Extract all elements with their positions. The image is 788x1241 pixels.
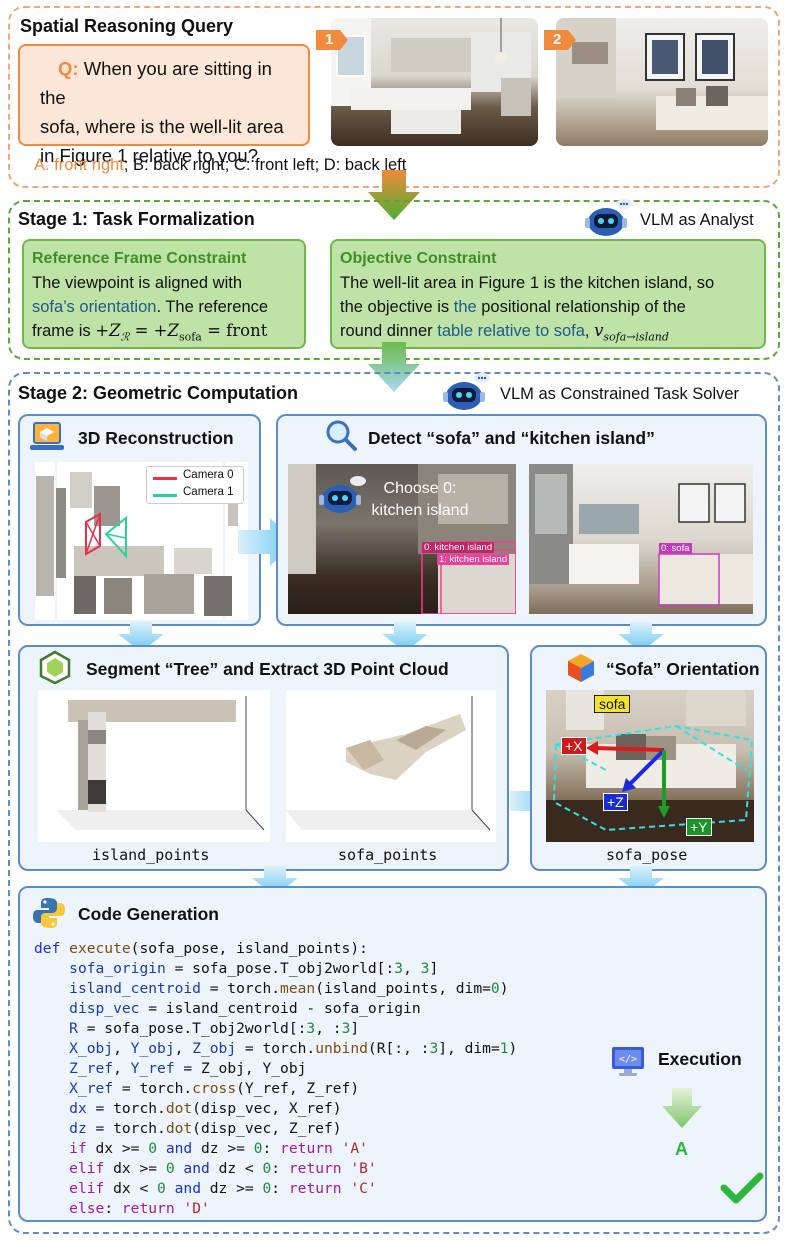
objective-constraint-title: Objective Constraint — [340, 250, 497, 267]
figure-2-badge: 2 — [544, 30, 576, 50]
robot-icon — [319, 476, 366, 513]
code-line: disp_vec = island_centroid - sofa_origin — [69, 1000, 421, 1017]
stage2-agent-label: VLM as Constrained Task Solver — [500, 385, 740, 403]
arrow-stage1-to-stage2 — [368, 342, 420, 392]
reconstruction-title: 3D Reconstruction — [78, 428, 234, 448]
arrow-query-to-stage1 — [368, 170, 420, 220]
code-title: Code Generation — [78, 904, 219, 924]
table-relative-highlight: table relative to sofa — [437, 322, 585, 340]
camera-1-label: Camera 1 — [183, 486, 234, 498]
camera-0-swatch — [153, 477, 177, 480]
code-line: def execute(sofa_pose, island_points): — [34, 940, 368, 957]
python-icon — [33, 898, 65, 928]
answer-label: A — [34, 156, 46, 174]
answer-options: A: front right; B: back right; C: front … — [34, 156, 406, 175]
island-point-cloud — [38, 690, 270, 842]
sofa-points-caption: sofa_points — [338, 846, 438, 864]
question-box: Q: When you are sitting in the sofa, whe… — [18, 44, 310, 166]
choose-annotation: Choose 0: kitchen island — [371, 480, 469, 519]
box-icon — [568, 654, 594, 682]
arrow-orientation-to-code — [618, 866, 664, 896]
stage2-section — [8, 372, 780, 1234]
question-text-1: When you are sitting in the — [40, 58, 272, 108]
monitor-code-icon: </> — [612, 1047, 644, 1076]
arrow-detect-to-segment — [382, 622, 428, 652]
magnifier-icon — [326, 420, 357, 451]
code-line: Z_ref, Y_ref = Z_obj, Y_obj — [69, 1060, 307, 1077]
question-label: Q: — [58, 58, 79, 79]
stage1-agent-label: VLM as Analyst — [640, 211, 754, 229]
code-line: elif dx >= 0 and dz < 0: return 'B' — [69, 1160, 377, 1177]
axis-y-label: +Y — [686, 818, 712, 836]
reference-frame-title: Reference Frame Constraint — [32, 250, 247, 267]
robot-icon — [443, 373, 490, 410]
figure-1-kitchen-photo — [331, 18, 538, 146]
reference-frame-line-1: The viewpoint is aligned with — [32, 274, 243, 292]
arrow-recon-to-segment — [118, 622, 164, 652]
axis-x-label: +X — [561, 737, 587, 755]
code-line: sofa_origin = sofa_pose.T_obj2world[:3, … — [69, 960, 439, 977]
reference-frame-equation: frame is +Zℛ = +Zsofa = front — [32, 321, 268, 344]
island-points-caption: island_points — [92, 846, 210, 864]
detection-image-1 — [288, 464, 516, 614]
code-line: dx = torch.dot(disp_vec, X_ref) — [69, 1100, 342, 1117]
query-title: Spatial Reasoning Query — [20, 16, 234, 36]
figure-2-living-room-photo — [556, 18, 768, 146]
code-line: X_obj, Y_obj, Z_obj = torch.unbind(R[:, … — [69, 1040, 518, 1057]
execution-title: Execution — [658, 1049, 742, 1069]
objective-constraint-card: Objective Constraint The well-lit area i… — [330, 239, 766, 349]
detection-image-2 — [529, 464, 753, 614]
code-line: R = sofa_pose.T_obj2world[:3, :3] — [69, 1020, 360, 1037]
detection-label-0: 0: kitchen island — [422, 542, 495, 553]
svg-text:</>: </> — [619, 1054, 637, 1065]
code-block: def execute(sofa_pose, island_points): s… — [34, 939, 517, 1219]
code-line: island_centroid = torch.mean(island_poin… — [69, 980, 509, 997]
laptop-icon — [30, 422, 64, 450]
camera-legend: Camera 0 Camera 1 — [146, 466, 244, 504]
sofa-tag: sofa — [594, 695, 631, 713]
robot-icon — [585, 199, 632, 236]
stage1-title: Stage 1: Task Formalization — [18, 209, 255, 229]
living-room-scene — [556, 18, 768, 130]
segment-title: Segment “Tree” and Extract 3D Point Clou… — [86, 659, 449, 679]
kitchen-scene-1 — [331, 18, 531, 134]
question-text-2: sofa, where is the well-lit area — [40, 116, 284, 137]
sofa-pose-image — [546, 690, 754, 842]
detect-title: Detect “sofa” and “kitchen island” — [368, 428, 655, 448]
arrow-detect-to-orientation — [618, 622, 664, 652]
execution-answer: A — [675, 1139, 688, 1159]
answer-options-rest: ; B: back right; C: front left; D: back … — [123, 156, 407, 174]
code-line: dz = torch.dot(disp_vec, Z_ref) — [69, 1120, 342, 1137]
camera-1-swatch — [153, 494, 177, 497]
code-line: elif dx < 0 and dz >= 0: return 'C' — [69, 1180, 377, 1197]
code-line: if dx >= 0 and dz >= 0: return 'A' — [69, 1140, 368, 1157]
arrow-execution-to-answer — [662, 1088, 702, 1128]
figure-1-badge: 1 — [316, 30, 348, 50]
sofa-point-cloud — [286, 690, 496, 842]
reconstruction-plot — [33, 462, 248, 620]
detection-label-sofa: 0: sofa — [659, 543, 692, 554]
checkmark-icon — [720, 1172, 764, 1204]
orientation-title: “Sofa” Orientation — [606, 659, 760, 679]
code-line: else: return 'D' — [69, 1200, 210, 1217]
sofa-pose-caption: sofa_pose — [606, 846, 688, 864]
sofa-orientation-highlight: sofa’s orientation — [32, 298, 157, 316]
cube-icon — [39, 650, 71, 684]
code-line: X_ref = torch.cross(Y_ref, Z_ref) — [69, 1080, 360, 1097]
arrow-segment-to-code — [252, 866, 298, 896]
reference-frame-card: Reference Frame Constraint The viewpoint… — [22, 239, 306, 349]
answer-correct: : front right — [45, 156, 124, 174]
objective-line-1: The well-lit area in Figure 1 is the kit… — [340, 274, 715, 292]
question-text-3: in Figure 1 relative to you? — [40, 145, 259, 166]
detection-label-1: 1: kitchen island — [437, 554, 510, 565]
camera-0-label: Camera 0 — [183, 469, 234, 481]
stage2-title: Stage 2: Geometric Computation — [18, 383, 299, 403]
axis-z-label: +Z — [603, 793, 628, 811]
